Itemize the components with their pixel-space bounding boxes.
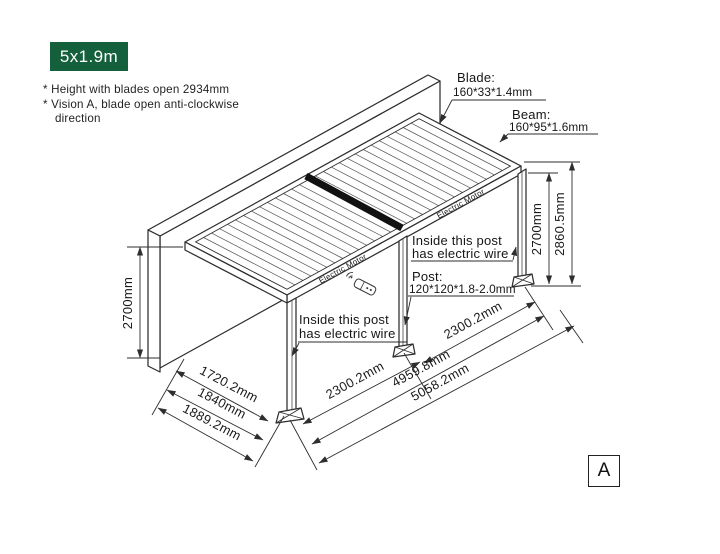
view-label: A: [597, 460, 611, 481]
post-spec: 120*120*1.8-2.0mm: [409, 282, 516, 296]
beam-spec: 160*95*1.6mm: [509, 120, 588, 134]
callout-wire-left: Inside this post has electric wire: [291, 312, 407, 357]
dim-right-heights: 2700mm 2860.5mm: [524, 161, 581, 287]
dim-bay-left-text: 2300.2mm: [323, 358, 386, 402]
post-left-base: [275, 407, 305, 424]
wire-right-line1: Inside this post: [412, 233, 502, 248]
blade-title: Blade:: [457, 70, 495, 85]
note-line: direction: [55, 112, 101, 125]
beam-title: Beam:: [512, 107, 551, 122]
post-right-base: [511, 273, 535, 288]
dim-wall-height: 2700mm: [120, 246, 183, 359]
dim-depths: 1720.2mm 1840mm 1889.2mm: [151, 358, 285, 468]
remote-control-icon: [346, 272, 377, 296]
post-left: [286, 297, 297, 418]
remote-signal-waves: [346, 272, 354, 279]
callout-post: Post: 120*120*1.8-2.0mm: [403, 269, 516, 326]
view-label-box: A: [588, 455, 620, 487]
dim-total-height-text: 2860.5mm: [552, 192, 567, 256]
post-title: Post:: [412, 269, 443, 284]
posts: [275, 168, 535, 424]
notes-block: * Height with blades open 2934mm * Visio…: [43, 83, 239, 127]
wire-right-line2: has electric wire: [412, 246, 509, 261]
callout-wire-right: Inside this post has electric wire: [411, 233, 518, 262]
callout-beam: Beam: 160*95*1.6mm: [499, 107, 598, 143]
wall-left-end-face: [147, 229, 161, 373]
dim-wall-height-text: 2700mm: [120, 277, 135, 329]
roof: Electric Motor Electric Motor: [184, 112, 522, 304]
callout-blade: Blade: 160*33*1.4mm: [439, 70, 546, 124]
roof-center-divider: [304, 172, 404, 232]
post-middle-base: [392, 343, 416, 358]
dim-post-height-text: 2700mm: [529, 203, 544, 255]
size-badge: 5x1.9m: [50, 42, 128, 71]
roof-blades: [203, 122, 503, 286]
note-line: * Vision A, blade open anti-clockwise: [43, 97, 240, 111]
roof-inner-frame: [194, 118, 512, 290]
note-line: * Height with blades open 2934mm: [43, 83, 230, 96]
blade-spec: 160*33*1.4mm: [453, 85, 532, 99]
dim-bay-right-text: 2300.2mm: [441, 298, 504, 342]
wire-left-line1: Inside this post: [299, 312, 389, 327]
wire-left-line2: has electric wire: [299, 326, 396, 341]
